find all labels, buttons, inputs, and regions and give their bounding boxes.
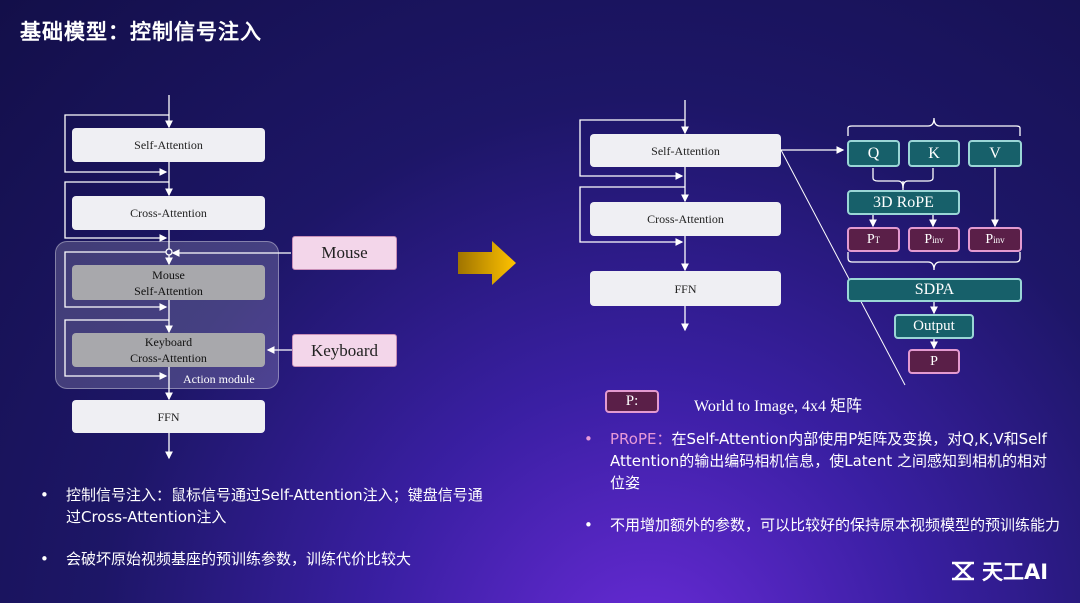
right-cross-attention-block: Cross-Attention: [590, 202, 781, 236]
action-module-label: Action module: [183, 372, 255, 386]
legend-p-key: P:: [605, 390, 659, 413]
keyboard-cross-attention-block: Keyboard Cross-Attention: [72, 333, 265, 367]
left-self-attention-block: Self-Attention: [72, 128, 265, 162]
right-bullet-2: •不用增加额外的参数，可以比较好的保持原本视频模型的预训练能力: [584, 516, 1061, 534]
left-ffn-block: FFN: [72, 400, 265, 433]
tiangong-logo: 天工AI: [950, 556, 1048, 586]
page-title: 基础模型：控制信号注入: [20, 20, 262, 44]
left-cross-attention-block: Cross-Attention: [72, 196, 265, 230]
mouse-self-attention-block: Mouse Self-Attention: [72, 265, 265, 300]
left-bullet-1: •控制信号注入：鼠标信号通过Self-Attention注入；键盘信号通过Cro…: [40, 486, 483, 526]
mouse-input-box: Mouse: [292, 236, 397, 270]
sdpa-box: SDPA: [847, 278, 1022, 302]
rope-box: 3D RoPE: [847, 190, 960, 215]
v-box: V: [968, 140, 1022, 167]
k-box: K: [908, 140, 960, 167]
right-self-attention-block: Self-Attention: [590, 134, 781, 167]
output-box: Output: [894, 314, 974, 339]
p-box: P: [908, 349, 960, 374]
keyboard-input-box: Keyboard: [292, 334, 397, 367]
right-ffn-block: FFN: [590, 271, 781, 306]
legend-text: World to Image, 4x4 矩阵: [694, 398, 863, 415]
q-box: Q: [847, 140, 900, 167]
left-bullet-2: •会破坏原始视频基座的预训练参数，训练代价比较大: [40, 550, 412, 568]
right-bullet-1: •PRoPE：在Self-Attention内部使用P矩阵及变换，对Q,K,V和…: [584, 430, 1048, 492]
logo-icon: [952, 561, 974, 581]
